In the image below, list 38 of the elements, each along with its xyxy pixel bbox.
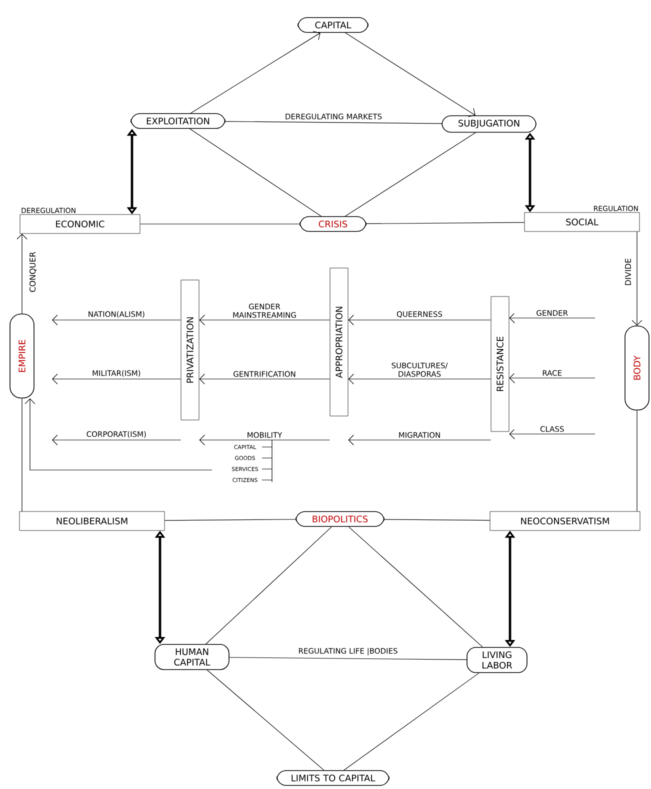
connector-line — [229, 657, 467, 660]
connector-line — [206, 526, 332, 644]
connector-line — [366, 222, 525, 224]
edge-label: DIVIDE — [624, 257, 632, 287]
arrow — [52, 434, 182, 446]
connector-line — [206, 670, 324, 770]
connector-line — [384, 519, 490, 521]
label-box: NEOCONSERVATISM — [490, 511, 640, 531]
vertical-box: RESISTANCE — [490, 296, 510, 432]
edge-label: CONQUER — [28, 250, 38, 294]
vertical-box: PRIVATIZATION — [180, 280, 200, 420]
arrow — [199, 314, 330, 326]
arrow — [199, 374, 330, 384]
arrow — [190, 31, 320, 114]
label-box: NEOLIBERALISM — [19, 511, 165, 531]
vertical-box: APPROPRIATION — [330, 268, 348, 416]
arrow — [16, 234, 28, 314]
connector-line — [189, 128, 322, 216]
arrow — [52, 374, 182, 384]
arrow — [509, 312, 596, 324]
connector-line — [344, 132, 476, 216]
label-box: ECONOMIC — [20, 214, 140, 234]
arrow — [199, 434, 330, 446]
connector-line — [636, 410, 638, 512]
arrow — [509, 372, 596, 384]
arrow — [509, 428, 596, 440]
connector-line — [348, 526, 483, 648]
arrow — [348, 314, 492, 326]
arrow — [348, 374, 492, 384]
arrow — [345, 32, 476, 117]
arrow — [52, 314, 182, 326]
arrow — [24, 398, 212, 470]
connector-line — [225, 121, 442, 124]
connector-line — [164, 519, 296, 521]
label-box: SOCIAL — [524, 212, 640, 232]
arrow — [632, 231, 642, 326]
connector-line — [344, 672, 480, 770]
arrow — [348, 434, 492, 446]
